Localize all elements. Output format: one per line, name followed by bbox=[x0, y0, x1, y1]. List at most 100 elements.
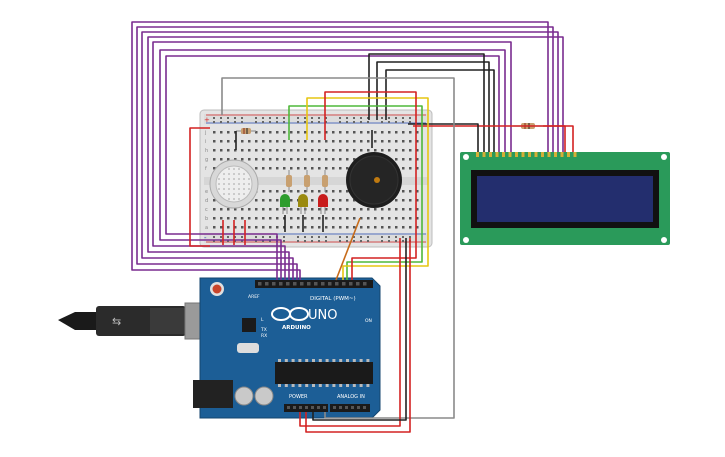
mesh-dot bbox=[228, 168, 230, 170]
breadboard-hole bbox=[402, 131, 405, 134]
breadboard-hole bbox=[339, 217, 342, 220]
rail-hole bbox=[339, 240, 341, 242]
breadboard-hole bbox=[339, 167, 342, 170]
header-hole bbox=[356, 282, 360, 286]
red-wire[interactable] bbox=[324, 91, 417, 280]
breadboard-hole bbox=[241, 208, 244, 211]
chip-pin bbox=[298, 359, 302, 362]
black-wire[interactable] bbox=[312, 238, 407, 421]
mesh-dot bbox=[223, 178, 225, 180]
breadboard-hole bbox=[248, 158, 251, 161]
mesh-dot bbox=[228, 193, 230, 195]
chip-pin bbox=[318, 384, 322, 387]
piezo-buzzer[interactable] bbox=[346, 152, 402, 208]
led-red[interactable] bbox=[318, 194, 328, 214]
red-wire[interactable] bbox=[432, 125, 574, 152]
mesh-dot bbox=[228, 183, 230, 185]
rail-hole bbox=[311, 236, 313, 238]
gas-sensor[interactable] bbox=[209, 159, 259, 209]
red-wire[interactable] bbox=[305, 238, 411, 433]
rail-hole bbox=[269, 240, 271, 242]
power-jack bbox=[193, 380, 233, 408]
mesh-dot bbox=[248, 183, 250, 185]
black-wire[interactable] bbox=[385, 69, 495, 152]
black-wire[interactable] bbox=[376, 61, 490, 152]
breadboard-hole bbox=[353, 208, 356, 211]
purple-wire[interactable] bbox=[152, 41, 512, 280]
breadboard-hole bbox=[213, 131, 216, 134]
mesh-dot bbox=[238, 198, 240, 200]
mesh-dot bbox=[223, 193, 225, 195]
crystal bbox=[237, 343, 259, 353]
wires bbox=[131, 21, 574, 433]
breadboard-hole bbox=[388, 208, 391, 211]
gray-wire[interactable] bbox=[221, 77, 455, 419]
chip-pin bbox=[305, 384, 309, 387]
breadboard-hole bbox=[262, 208, 265, 211]
breadboard-hole bbox=[395, 226, 398, 229]
rail-hole bbox=[318, 240, 320, 242]
red-wire[interactable] bbox=[543, 125, 566, 152]
breadboard-hole bbox=[374, 226, 377, 229]
breadboard-hole bbox=[325, 149, 328, 152]
logo-infinity-right bbox=[289, 307, 309, 321]
breadboard-hole bbox=[283, 158, 286, 161]
rail-hole bbox=[304, 117, 306, 119]
black-wire[interactable] bbox=[408, 123, 479, 152]
purple-wire[interactable] bbox=[136, 26, 554, 280]
purple-wire[interactable] bbox=[141, 31, 559, 280]
purple-wire[interactable] bbox=[159, 49, 506, 280]
led-resistors[interactable] bbox=[286, 170, 328, 192]
breadboard-hole bbox=[381, 226, 384, 229]
sensor-resistor[interactable] bbox=[236, 128, 256, 134]
breadboard-hole bbox=[248, 208, 251, 211]
rail-hole bbox=[367, 117, 369, 119]
breadboard-hole bbox=[276, 158, 279, 161]
header-hole bbox=[349, 282, 353, 286]
breadboard-hole bbox=[276, 190, 279, 193]
rail-hole bbox=[276, 117, 278, 119]
breadboard-hole bbox=[318, 167, 321, 170]
breadboard-hole bbox=[234, 208, 237, 211]
rail-hole bbox=[311, 121, 313, 123]
mesh-dot bbox=[228, 188, 230, 190]
black-wire[interactable] bbox=[368, 53, 485, 152]
reset-button[interactable] bbox=[212, 284, 222, 294]
breadboard-hole bbox=[339, 226, 342, 229]
purple-wire[interactable] bbox=[147, 36, 564, 280]
breadboard-hole bbox=[304, 167, 307, 170]
purple-wire[interactable] bbox=[131, 21, 549, 280]
capacitor bbox=[254, 386, 274, 406]
breadboard-hole bbox=[395, 149, 398, 152]
rail-hole bbox=[395, 117, 397, 119]
purple-wire[interactable] bbox=[165, 55, 500, 280]
orange-wire[interactable] bbox=[335, 217, 361, 281]
row-letter: f bbox=[205, 166, 207, 172]
leds[interactable] bbox=[280, 194, 328, 214]
breadboard-hole bbox=[402, 140, 405, 143]
rail-plus-label: + bbox=[204, 116, 210, 124]
breadboard-hole bbox=[367, 140, 370, 143]
breadboard-hole bbox=[332, 226, 335, 229]
led-yellow[interactable] bbox=[298, 194, 308, 214]
breadboard-hole bbox=[339, 131, 342, 134]
lcd-module[interactable] bbox=[460, 152, 670, 245]
breadboard-hole bbox=[297, 167, 300, 170]
lcd-pin bbox=[482, 152, 486, 157]
header-hole bbox=[363, 406, 366, 409]
green-wire[interactable] bbox=[288, 105, 423, 280]
breadboard-hole bbox=[332, 217, 335, 220]
yellow-wire[interactable] bbox=[306, 97, 429, 280]
rail-hole bbox=[220, 121, 222, 123]
breadboard-hole bbox=[311, 140, 314, 143]
breadboard-hole bbox=[248, 217, 251, 220]
row-letter: c bbox=[205, 207, 208, 213]
breadboard-hole bbox=[332, 199, 335, 202]
lcd-pin bbox=[534, 152, 538, 157]
led-green[interactable] bbox=[280, 194, 290, 214]
red-wire[interactable] bbox=[189, 127, 210, 247]
arduino-uno[interactable]: ⇆ DIGITAL (PWM~) AREF L TX RX ON UNO ARD… bbox=[58, 277, 381, 419]
red-wire[interactable] bbox=[299, 238, 401, 427]
breadboard-hole bbox=[416, 217, 419, 220]
